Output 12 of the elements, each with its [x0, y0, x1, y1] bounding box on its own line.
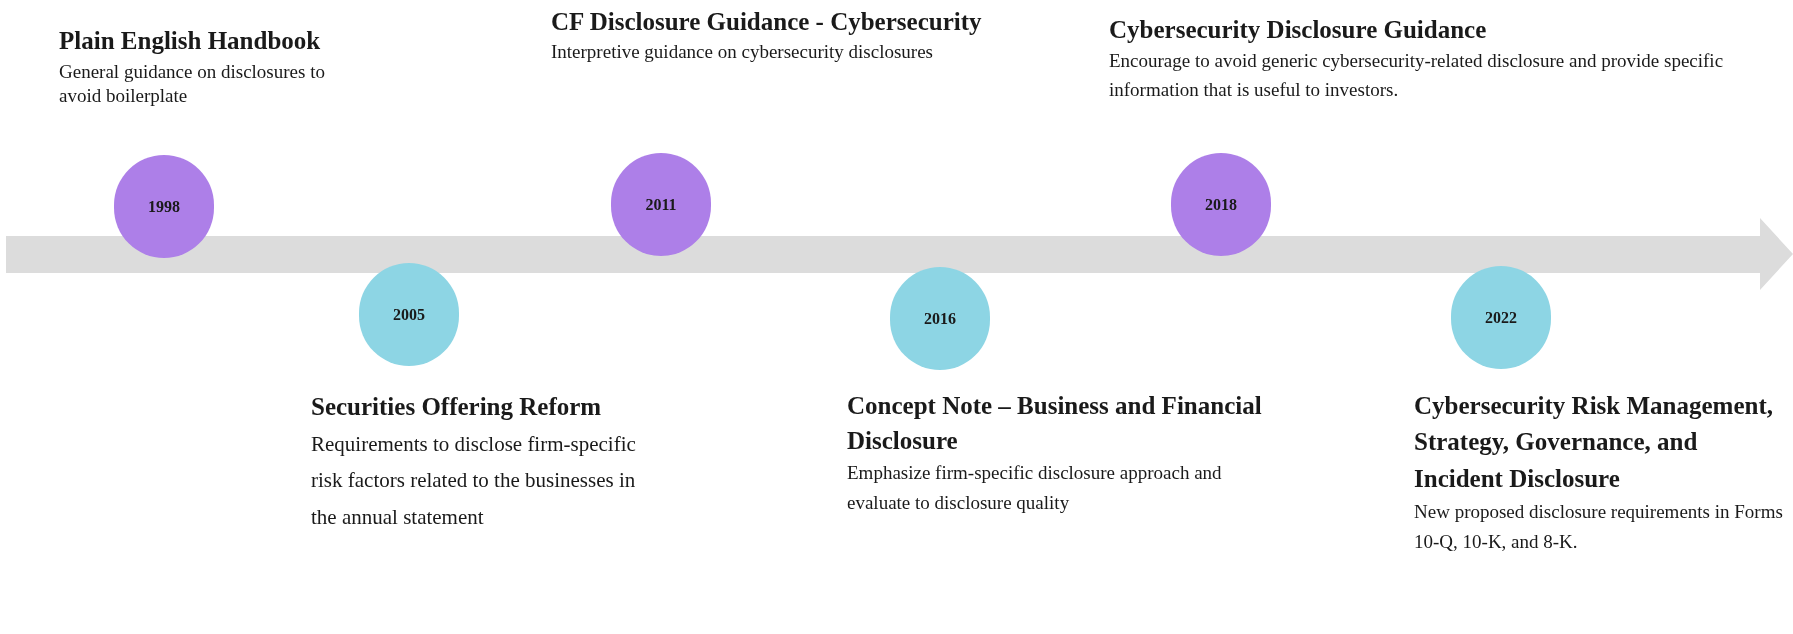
event-title: CF Disclosure Guidance - Cybersecurity	[551, 7, 983, 37]
event-title: Plain English Handbook	[59, 26, 322, 56]
event-title: Concept Note – Business and Financial Disclosure	[847, 391, 1263, 456]
event-description: General guidance on disclosures to avoid boilerplate	[59, 59, 326, 109]
event-description: Requirements to disclose firm-specific risk factors related to the businesses in the annual statement	[311, 430, 637, 531]
event-title: Securities Offering Reform	[311, 392, 603, 422]
event-description: Interpretive guidance on cybersecurity disclosures	[551, 39, 934, 64]
event-description: New proposed disclosure requirements in Forms 10-Q, 10-K, and 8-K.	[1414, 499, 1784, 555]
event-description: Encourage to avoid generic cybersecurity-related disclosure and provide specific information that is useful to investors.	[1109, 49, 1725, 102]
event-description: Emphasize firm-specific disclosure approach and evaluate to disclosure quality	[847, 461, 1223, 516]
event-title: Cybersecurity Disclosure Guidance	[1109, 15, 1488, 45]
event-title: Cybersecurity Risk Management, Strategy, Governance, and Incident Disclosure	[1414, 391, 1774, 494]
